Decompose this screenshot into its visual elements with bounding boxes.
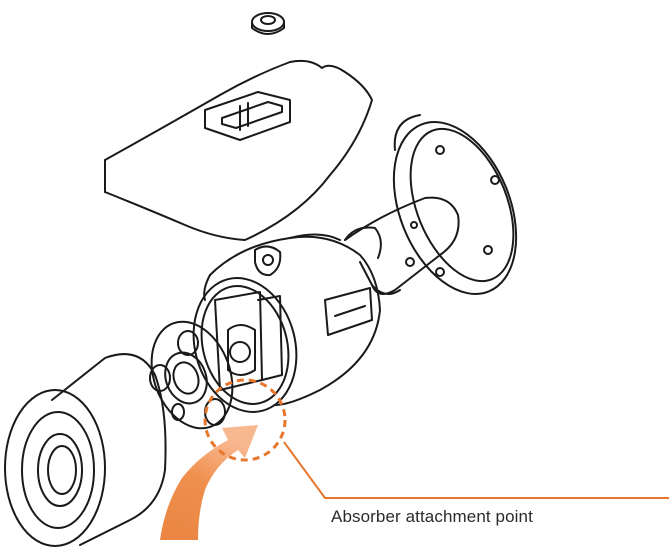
lens-cover-part xyxy=(4,353,167,547)
washer-part xyxy=(251,12,285,35)
attachment-highlight-circle xyxy=(203,378,287,462)
callout-leader-line xyxy=(283,441,669,499)
camera-front-internal xyxy=(192,277,298,413)
sun-shield-part xyxy=(104,59,373,241)
mount-arm-part xyxy=(344,196,460,295)
insert-direction-arrow xyxy=(160,425,258,540)
callout-label: Absorber attachment point xyxy=(331,507,533,526)
ir-ring-part xyxy=(149,320,234,430)
camera-body-part xyxy=(203,233,381,406)
mount-base-part xyxy=(392,114,518,295)
